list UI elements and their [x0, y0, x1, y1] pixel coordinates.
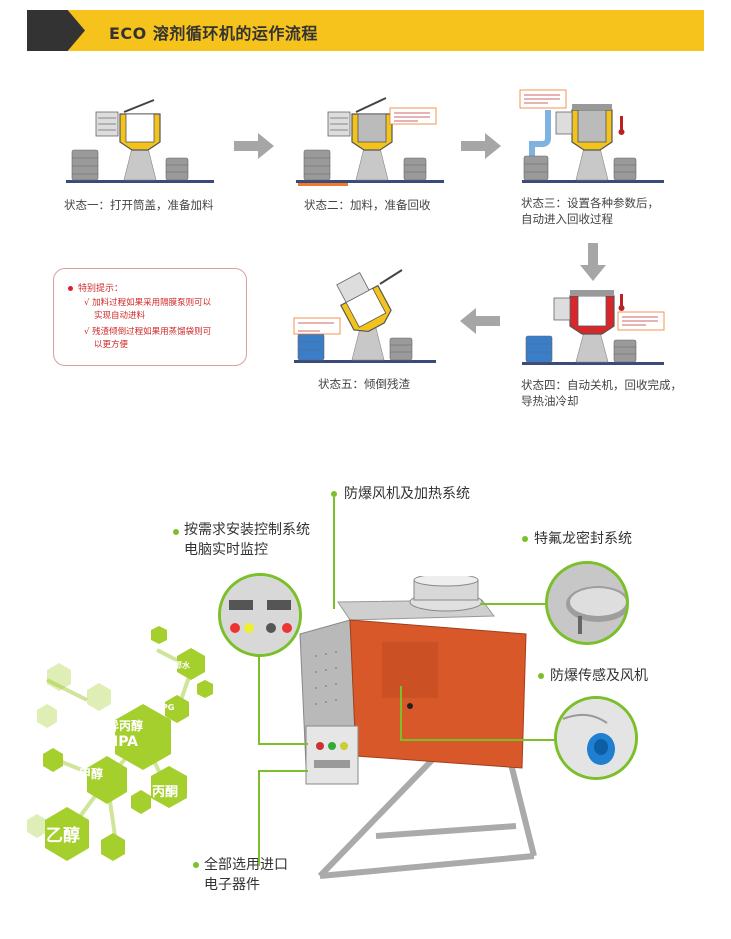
callout-control-system: 按需求安装控制系统 电脑实时监控 — [184, 522, 310, 558]
solvent-recycler-machine — [286, 576, 546, 886]
solvent-label-ipa: IPA — [113, 734, 139, 750]
arrow-down-icon — [580, 243, 606, 285]
callout-line — [480, 603, 546, 605]
callout-sensor-fan: 防爆传感及风机 — [550, 668, 648, 684]
callout-line — [258, 657, 260, 745]
callout-explosion-fan-heating: 防爆风机及加热系统 — [344, 486, 470, 502]
solvent-label-ethanol: 乙醇 — [46, 826, 80, 846]
callout-line — [400, 739, 555, 741]
bullet-icon — [68, 286, 73, 291]
stage-3-caption: 状态三：设置各种参数后， 自动进入回收过程 — [521, 196, 659, 226]
solvent-label-turpentine: 天那水 — [166, 661, 190, 670]
tip-line: √ 残渣倾倒过程如果用蒸馏袋则可 — [84, 327, 212, 337]
section-title: ECO 溶剂循环机的运作流程 — [109, 24, 318, 43]
tip-line: √ 加料过程如果采用隔膜泵则可以 — [84, 298, 212, 308]
section-header-banner: ECO 溶剂循环机的运作流程 — [27, 10, 704, 51]
callout-dot — [522, 536, 528, 542]
header-chevron — [27, 10, 85, 51]
arrow-right-icon — [461, 133, 501, 163]
arrow-left-icon — [460, 308, 500, 338]
stage-5-illustration — [290, 262, 440, 370]
callout-ptfe-seal: 特氟龙密封系统 — [534, 531, 632, 547]
stage-2-caption: 状态二：加料，准备回收 — [304, 198, 431, 212]
callout-line — [258, 770, 308, 772]
callout-line — [258, 770, 260, 866]
callout-dot — [331, 491, 337, 497]
sensor-closeup — [554, 696, 638, 780]
stage-2-illustration — [290, 88, 450, 192]
stage-4-illustration — [518, 282, 668, 372]
solvent-label-methanol: 甲醇 — [79, 767, 104, 781]
control-panel-closeup — [218, 573, 302, 657]
stage-5-caption: 状态五：倾倒残渣 — [318, 377, 410, 391]
solvent-label-ipa-cn: 异丙醇 — [107, 719, 144, 733]
tip-line: 以更方便 — [94, 340, 129, 350]
tip-title: 特别提示： — [68, 281, 123, 294]
solvent-label-acetone: 丙酮 — [152, 785, 179, 800]
callout-dot — [173, 529, 179, 535]
callout-line — [258, 743, 308, 745]
callout-line — [333, 497, 335, 609]
callout-dot — [193, 862, 199, 868]
tip-line: 实现自动进料 — [94, 311, 146, 321]
callout-line — [400, 686, 402, 741]
seal-closeup — [545, 561, 629, 645]
stage-4-caption: 状态四：自动关机，回收完成， 导热油冷却 — [521, 378, 682, 408]
stage-1-caption: 状态一：打开筒盖，准备加料 — [64, 198, 214, 212]
solvent-label-ppg: PPG — [156, 703, 175, 712]
arrow-right-icon — [234, 133, 274, 163]
callout-dot — [538, 673, 544, 679]
solvent-molecule-graphic — [27, 620, 227, 890]
stage-3-illustration — [518, 86, 668, 190]
stage-1-illustration — [62, 92, 217, 192]
callout-imported-parts: 全部选用进口 电子器件 — [204, 857, 288, 893]
tip-box: 特别提示： √ 加料过程如果采用隔膜泵则可以 实现自动进料 √ 残渣倾倒过程如果… — [53, 268, 247, 366]
